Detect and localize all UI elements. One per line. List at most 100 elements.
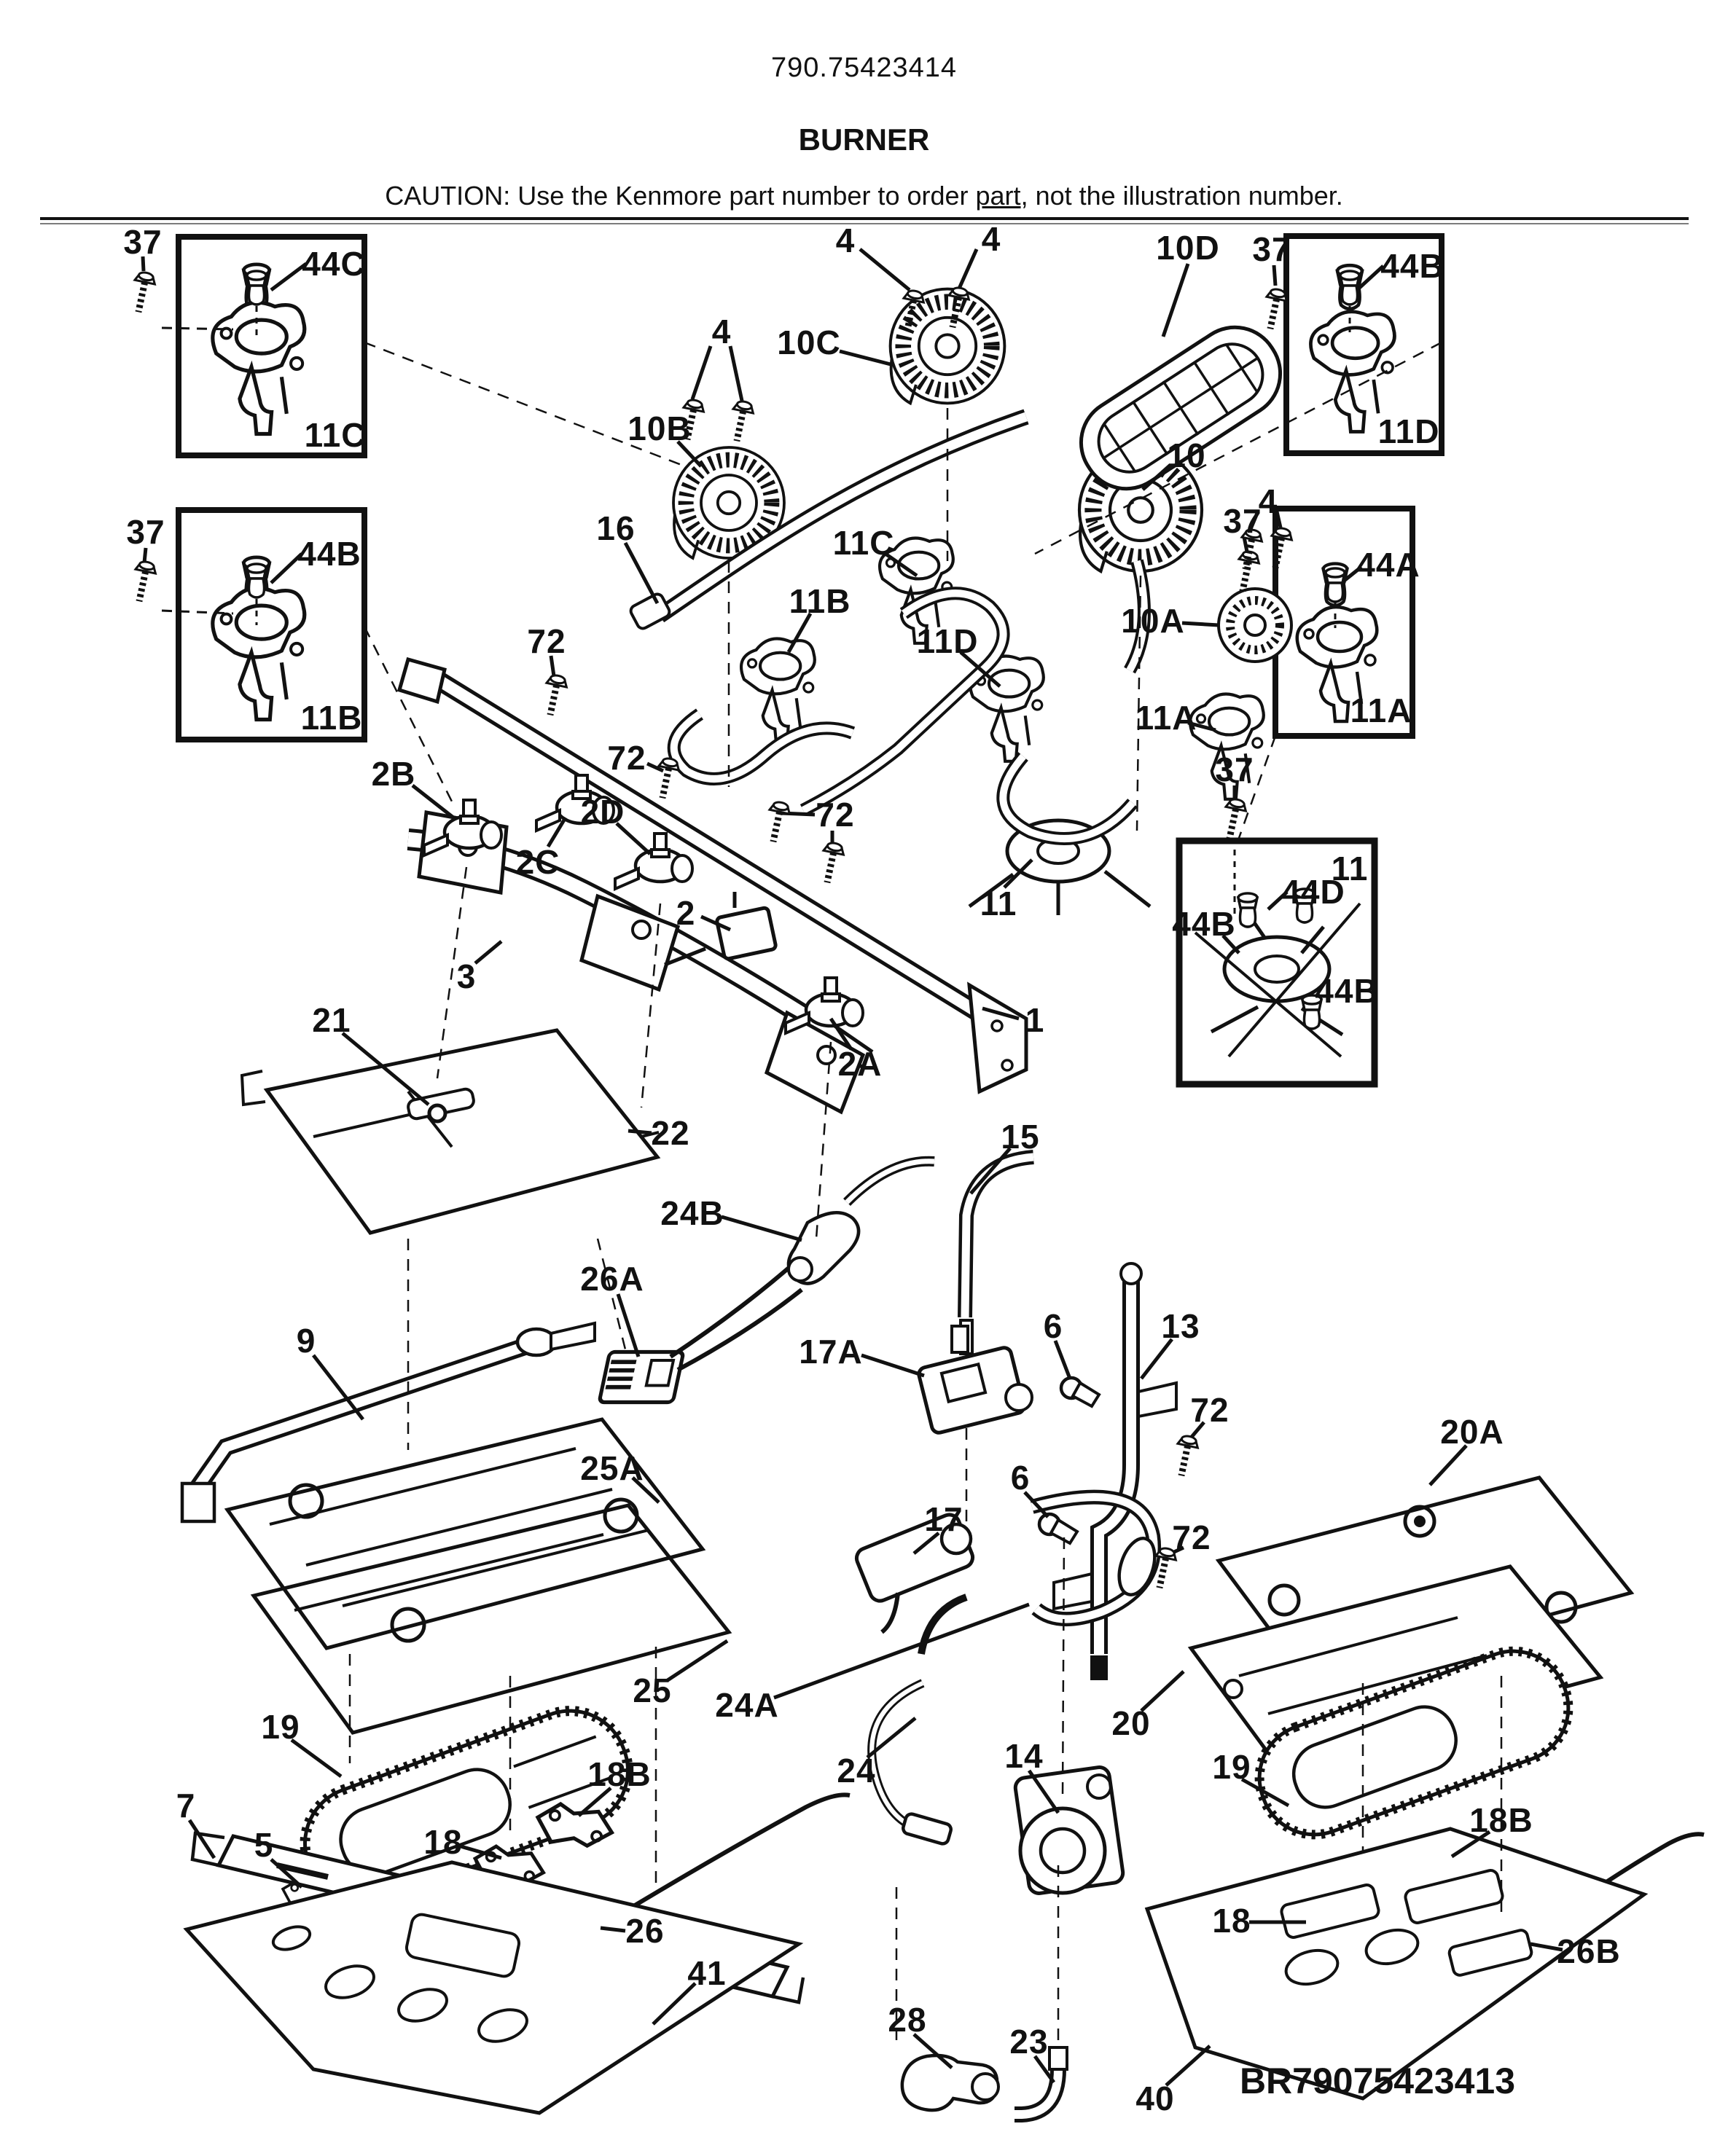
caution-note: CAUTION: Use the Kenmore part number to … [0, 181, 1728, 211]
part-label-2: 2 [676, 894, 696, 932]
leader-24A [773, 1602, 1030, 1700]
leader-44D-box [1267, 890, 1289, 911]
part-label-72-d: 72 [1190, 1391, 1229, 1429]
inset-box-11a [1272, 506, 1415, 739]
regulator-14-drawing [1013, 1765, 1125, 1895]
caution-text-prefix: CAUTION: Use the Kenmore part number to … [385, 181, 976, 211]
part-label-10B: 10B [628, 409, 692, 447]
screw-icon-0 [128, 271, 157, 315]
part-label-44A-box: 44A [1356, 546, 1420, 584]
part-label-11C: 11C [832, 524, 895, 562]
leader-7 [187, 1819, 216, 1859]
tube-9-drawing [180, 1321, 596, 1524]
part-label-11B-box: 11B [300, 699, 363, 737]
leader-2A [829, 1017, 853, 1051]
leader-72-b [646, 761, 665, 773]
screw-icon-4 [1219, 798, 1248, 842]
leader-72-a [549, 655, 556, 677]
screw-icon-13 [763, 801, 791, 844]
leader-18-left [460, 1844, 502, 1860]
header-divider [40, 217, 1689, 220]
screw-icon-1 [129, 560, 157, 604]
leader-11B [786, 612, 813, 654]
leader-25 [666, 1639, 729, 1682]
spark-switch-2-drawing [664, 892, 778, 967]
alignment-dashed-lines [348, 341, 1503, 2040]
orifice-icon-3 [1324, 567, 1346, 603]
part-label-4-right: 4 [1258, 482, 1278, 520]
leader-26 [600, 1926, 626, 1933]
part-label-11B: 11B [789, 582, 851, 620]
part-label-14: 14 [1004, 1737, 1044, 1775]
leader-21 [341, 1032, 430, 1106]
inset-box-11b [161, 507, 367, 742]
leader-17 [912, 1532, 940, 1555]
leader-44B-box-topright [1356, 264, 1385, 291]
part-label-24A: 24A [715, 1686, 779, 1724]
leader-15 [969, 1147, 1012, 1195]
part-label-26A: 26A [580, 1260, 644, 1298]
header-divider-2 [40, 223, 1689, 224]
part-label-72-b: 72 [607, 739, 646, 777]
part-label-4-left: 4 [711, 313, 732, 350]
leader-lines [141, 248, 1563, 2087]
leader-24B [721, 1215, 802, 1242]
part-label-13: 13 [1161, 1307, 1200, 1345]
part-label-41: 41 [687, 1954, 727, 1992]
part-label-11A-box: 11A [1350, 691, 1412, 729]
page-title: BURNER [798, 122, 930, 157]
leader-37-r2 [1242, 536, 1249, 552]
part-label-6-a: 6 [1043, 1307, 1063, 1345]
supply-tube-16-drawing [629, 409, 1029, 630]
leader-10B [676, 440, 703, 468]
leader-3 [474, 940, 503, 965]
orifice-icon-4 [1237, 892, 1259, 928]
burner-tubes-drawing [667, 559, 1151, 845]
screw-icon-8 [727, 400, 755, 444]
leader-18B-right [1450, 1830, 1491, 1859]
leader-25A [631, 1476, 660, 1504]
part-label-24: 24 [837, 1752, 876, 1790]
part-label-72-a: 72 [527, 622, 566, 660]
part-label-37-left: 37 [126, 513, 165, 551]
leader-2 [700, 914, 732, 932]
leader-41 [652, 1982, 697, 2026]
part-label-11-box: 11 [1331, 850, 1369, 887]
part-label-3: 3 [456, 957, 477, 995]
part-label-44C-box: 44C [302, 245, 366, 283]
leader-28 [912, 2033, 953, 2069]
gas-tube-15-drawing [958, 1150, 1034, 1355]
caution-text-suffix: , not the illustration number. [1020, 181, 1343, 211]
part-label-37-r2: 37 [1223, 502, 1262, 540]
part-label-44B-box11-right: 44B [1315, 972, 1379, 1010]
part-label-37-topleft: 37 [123, 223, 163, 261]
leader-13 [1140, 1338, 1173, 1380]
leader-2C [546, 816, 568, 848]
tube-24a-drawing [1030, 1489, 1162, 1626]
part-label-11D: 11D [916, 622, 979, 660]
leader-10D [1161, 263, 1190, 337]
leader-20A [1428, 1444, 1468, 1486]
part-label-21: 21 [312, 1001, 351, 1039]
leader-2D [615, 822, 652, 855]
part-label-2A: 2A [837, 1045, 883, 1083]
part-label-24B: 24B [660, 1194, 724, 1232]
part-label-2C: 2C [515, 843, 560, 881]
part-label-10: 10 [1167, 436, 1206, 474]
leader-4-right [1248, 511, 1260, 530]
leader-22 [628, 1129, 652, 1135]
leader-11 [1003, 858, 1033, 889]
part-label-5: 5 [254, 1826, 274, 1864]
orifice-icon-2 [1339, 270, 1361, 306]
part-label-22: 22 [651, 1114, 690, 1152]
screw-icon-15 [1171, 1435, 1200, 1478]
part-label-26: 26 [625, 1912, 665, 1950]
oval-burner-10d-drawing [1079, 325, 1283, 491]
part-label-10A: 10A [1121, 602, 1185, 640]
part-label-37-topright: 37 [1252, 230, 1291, 268]
leader-37-left [142, 547, 148, 563]
part-label-1: 1 [1025, 1001, 1045, 1039]
leader-4-left [690, 345, 713, 400]
plate-25a-drawing [224, 1417, 706, 1650]
